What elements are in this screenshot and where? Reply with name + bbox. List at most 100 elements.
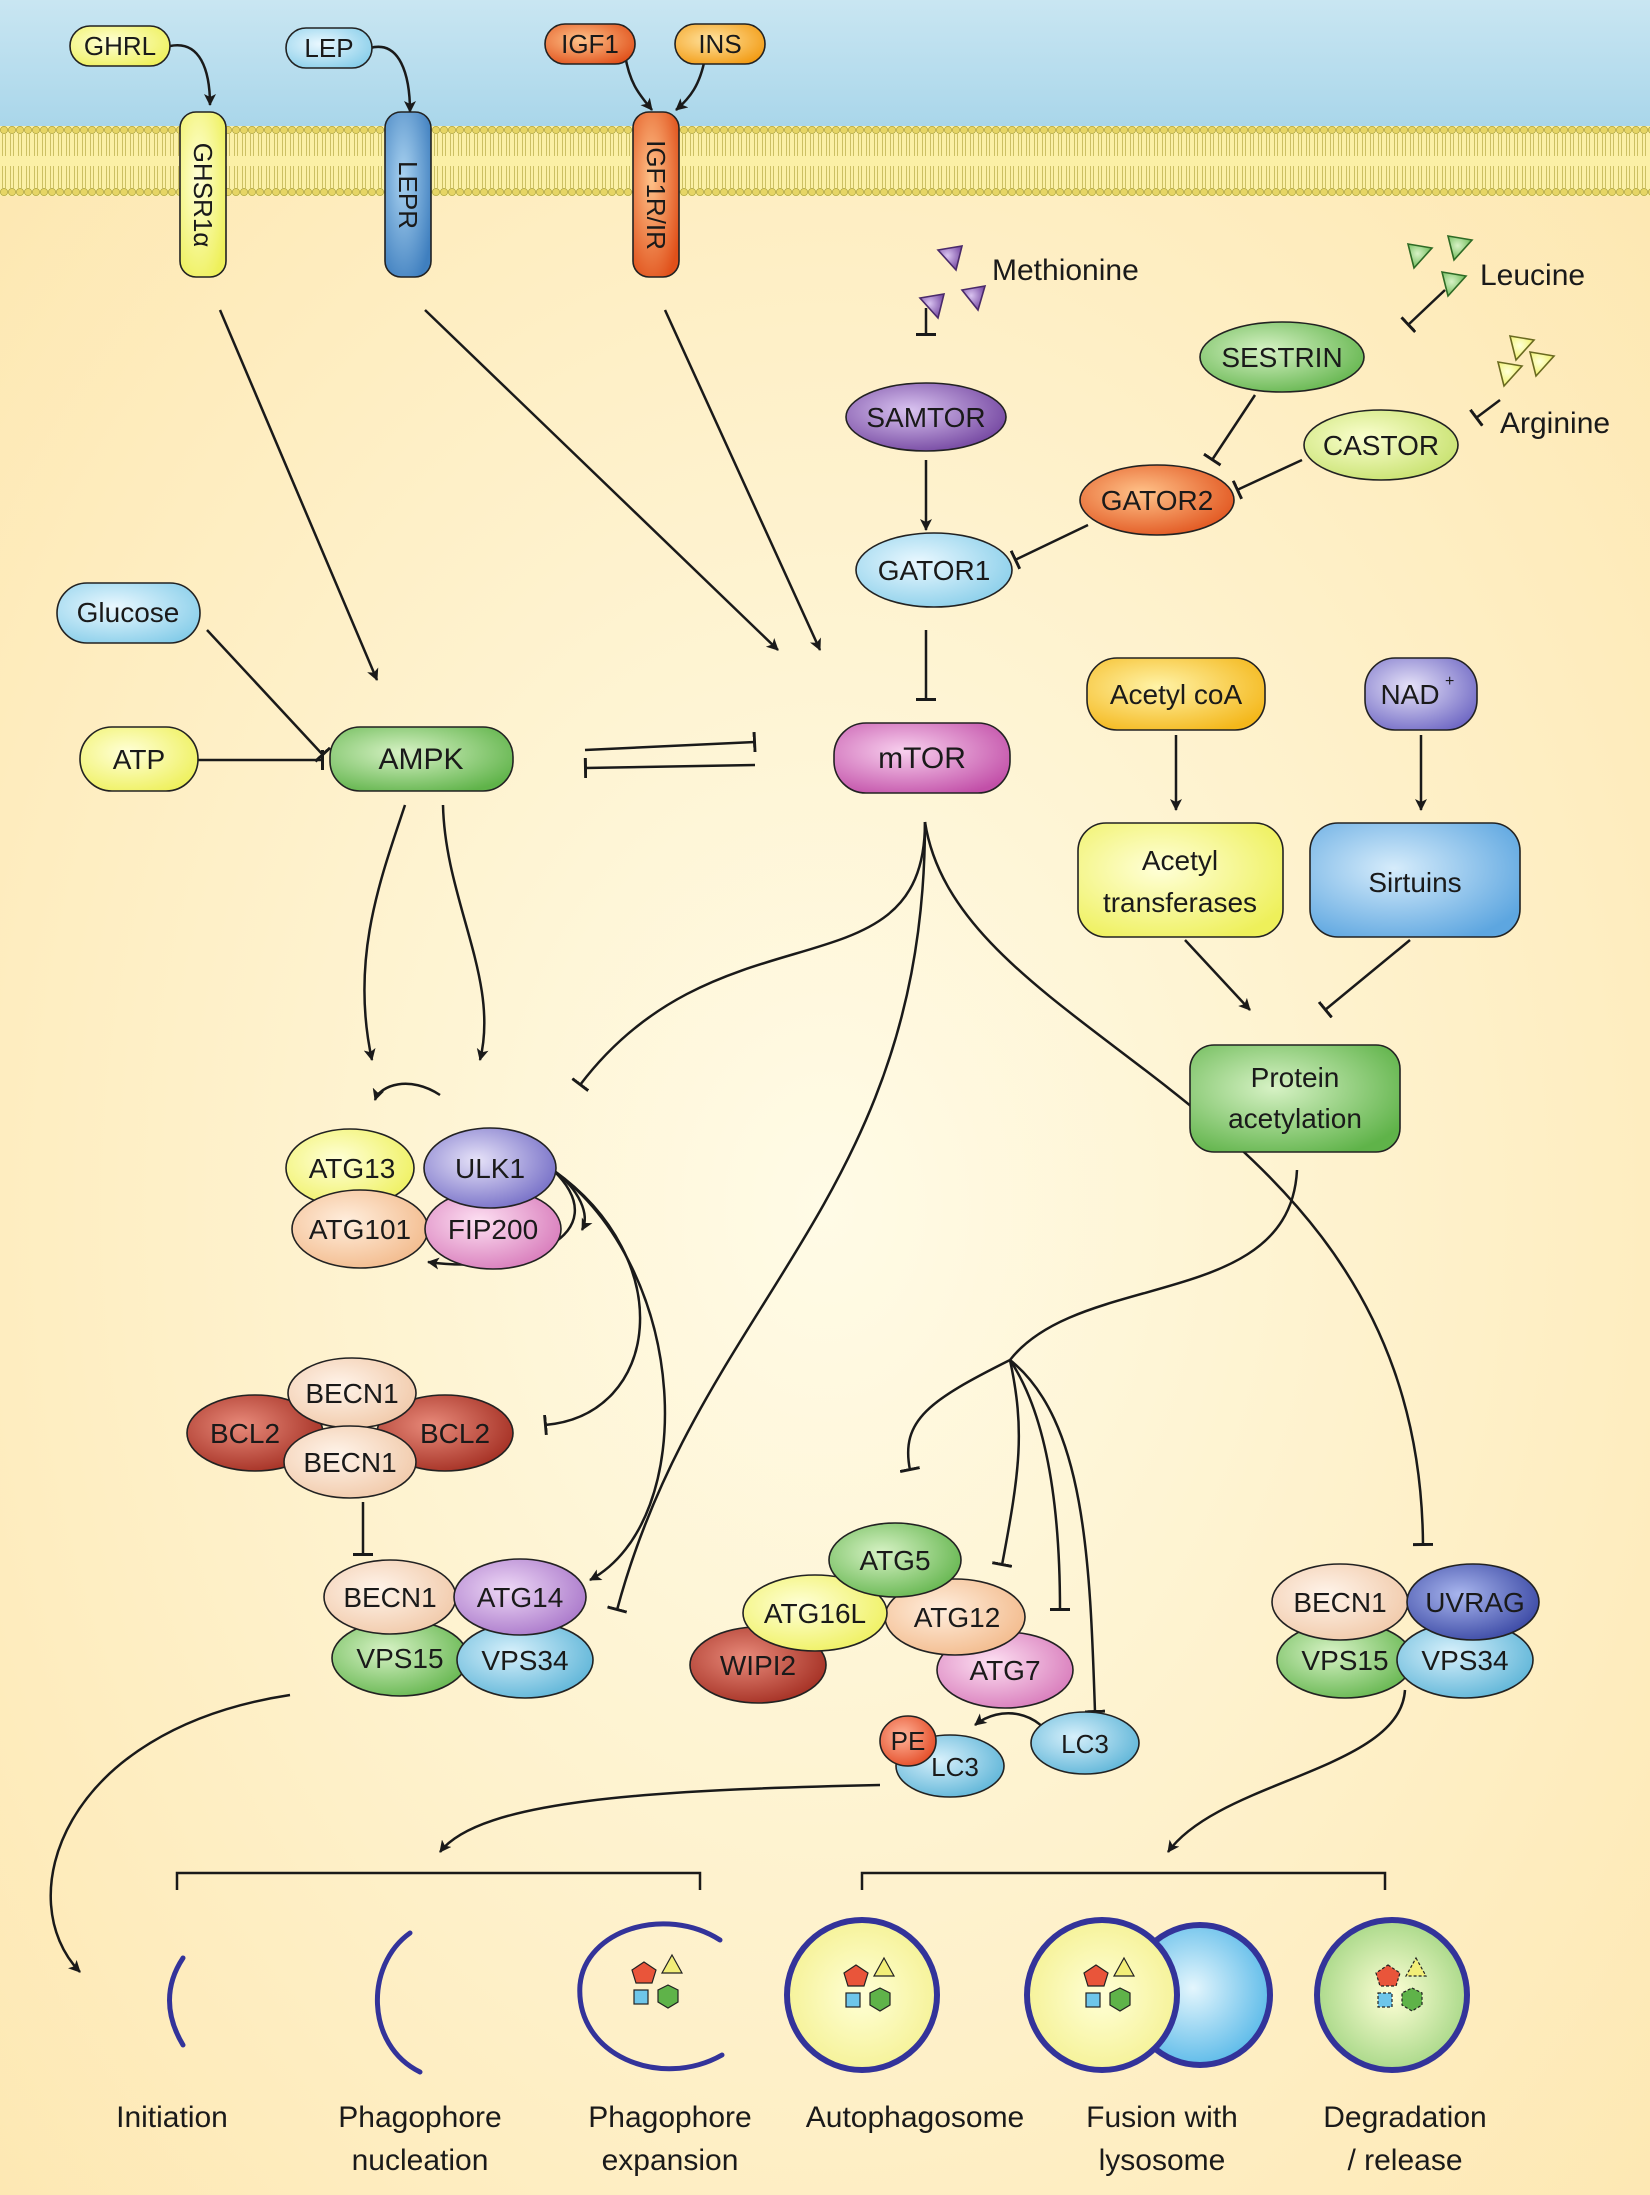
ulk-complex: ATG13 ULK1 ATG101 FIP200	[285, 1127, 562, 1270]
becn1-bottom-shape	[283, 1425, 417, 1499]
ampk-label: AMPK	[378, 743, 463, 776]
stage-nucleation-label-1: Phagophore	[338, 2101, 501, 2134]
stage-brackets	[175, 1871, 1387, 1890]
igf1r-receptor: IGF1R/IR	[632, 111, 680, 278]
lepr-receptor: LEPR	[384, 111, 432, 278]
edge-ulk1-atg13-loop	[372, 1082, 441, 1101]
edge-glucose-ampk	[206, 629, 332, 763]
acetyl-transferases-label-1: Acetyl	[1142, 845, 1218, 876]
lep-node: LEP	[285, 27, 373, 69]
early-stages-bracket	[175, 1871, 702, 1890]
edge-leucine-sestrin	[1400, 289, 1446, 333]
stage-autophagosome-label: Autophagosome	[806, 2101, 1025, 2134]
castor-label: CASTOR	[1323, 430, 1439, 461]
igf1r-label: IGF1R/IR	[641, 140, 671, 250]
expansion-membrane	[577, 1921, 725, 2072]
glucose-label: Glucose	[77, 597, 180, 628]
pi3k1-vps15-label: VPS15	[356, 1643, 443, 1674]
nad-superscript: +	[1445, 673, 1454, 690]
edge-acetylation-atg12	[991, 1359, 1021, 1568]
ins-node: INS	[674, 23, 766, 65]
protein-acetylation-node: Protein acetylation	[1189, 1044, 1401, 1153]
atg5-label: ATG5	[859, 1545, 930, 1576]
igf1-label: IGF1	[561, 29, 619, 59]
edge-lep-lepr	[369, 45, 416, 113]
edge-sestrin-gator2	[1203, 394, 1257, 467]
gator2-label: GATOR2	[1101, 485, 1214, 516]
stage-illustrations	[167, 1917, 1470, 2075]
atg7-label: ATG7	[969, 1655, 1040, 1686]
ulk1-shape	[423, 1127, 557, 1209]
degradation-cargo	[1375, 1956, 1428, 2012]
atg5-shape	[828, 1522, 962, 1598]
methionine-triangles	[918, 245, 987, 320]
expansion-cargo	[631, 1953, 684, 2009]
ghrl-label: GHRL	[84, 31, 156, 61]
edge-ghrl-ghsr	[169, 44, 216, 106]
gator1-label: GATOR1	[878, 555, 991, 586]
stage-nucleation-label-2: nucleation	[352, 2144, 489, 2177]
lc3-lipidated-label: LC3	[931, 1752, 979, 1782]
edge-igf1-igf1r	[623, 54, 653, 111]
edge-mtor-ulk-complex	[571, 821, 927, 1092]
atg16l-shape	[742, 1574, 888, 1652]
leucine-triangles	[1406, 235, 1474, 298]
atp-label: ATP	[113, 744, 165, 775]
atg12-label: ATG12	[914, 1602, 1001, 1633]
edge-ghsr-ampk	[218, 309, 379, 681]
atp-node: ATP	[79, 726, 199, 792]
edge-pi3k2-autophagosome	[1166, 1689, 1407, 1853]
becn1-top-label: BECN1	[305, 1378, 398, 1409]
atg101-label: ATG101	[309, 1214, 411, 1245]
pi3k1-becn1-label: BECN1	[343, 1582, 436, 1613]
edge-gator2-gator1	[1009, 523, 1089, 570]
becn1-bcl2-complex: BECN1 BCL2 BCL2 BECN1	[186, 1357, 514, 1499]
mtor-node: mTOR	[833, 722, 1011, 794]
pi3k1-atg14-label: ATG14	[477, 1582, 564, 1613]
pi3k2-becn1-label: BECN1	[1293, 1587, 1386, 1618]
edge-transferases-acetylation	[1184, 939, 1251, 1011]
edge-acetylation-trunk	[1009, 1169, 1299, 1361]
mtor-label: mTOR	[878, 742, 966, 775]
arginine-label: Arginine	[1500, 407, 1610, 440]
edge-sirtuins-acetylation	[1317, 939, 1411, 1019]
bcl2-right-label: BCL2	[420, 1418, 490, 1449]
fusion-cargo	[1083, 1956, 1136, 2012]
ghsr-label: GHSR1α	[188, 143, 218, 248]
atg16l-label: ATG16L	[764, 1598, 866, 1629]
edge-igf1r-mtor	[663, 309, 822, 651]
ghrl-node: GHRL	[69, 25, 171, 67]
bcl2-left-label: BCL2	[210, 1418, 280, 1449]
edge-acetylation-lc3	[1009, 1359, 1106, 1714]
methionine-label: Methionine	[992, 254, 1139, 287]
sestrin-label: SESTRIN	[1221, 342, 1342, 373]
pi3k2-uvrag-label: UVRAG	[1425, 1587, 1525, 1618]
edge-ulk1-pi3k-complex1	[552, 1168, 667, 1582]
stage-expansion-label-2: expansion	[602, 2144, 739, 2177]
leucine-label: Leucine	[1480, 259, 1585, 292]
acetyl-transferases-node: Acetyl transferases	[1077, 822, 1284, 938]
stage-initiation-label: Initiation	[116, 2101, 228, 2134]
autophagosome-cargo	[843, 1956, 896, 2012]
nad-node: NAD +	[1364, 657, 1478, 731]
stage-degradation-label-2: / release	[1347, 2144, 1462, 2177]
glucose-node: Glucose	[56, 582, 201, 644]
stage-labels: Initiation Phagophore nucleation Phagoph…	[116, 2101, 1487, 2177]
samtor-node: SAMTOR	[845, 382, 1007, 452]
edge-castor-gator2	[1231, 458, 1303, 500]
wipi2-label: WIPI2	[720, 1650, 796, 1681]
edge-ampk-ulk1-a	[363, 804, 407, 1061]
pi3k2-vps15-label: VPS15	[1301, 1645, 1388, 1676]
pe-shape	[879, 1715, 937, 1767]
extracellular-space	[0, 0, 1650, 128]
late-stages-bracket	[860, 1871, 1387, 1890]
stage-fusion-label-2: lysosome	[1099, 2144, 1226, 2177]
pe-label: PE	[891, 1726, 926, 1756]
protein-acetylation-label-2: acetylation	[1228, 1103, 1362, 1134]
edge-ampk-ulk1-b	[441, 804, 489, 1061]
arginine-triangles	[1496, 335, 1556, 388]
pi3k1-vps34-label: VPS34	[481, 1645, 568, 1676]
gator2-node: GATOR2	[1079, 464, 1235, 536]
